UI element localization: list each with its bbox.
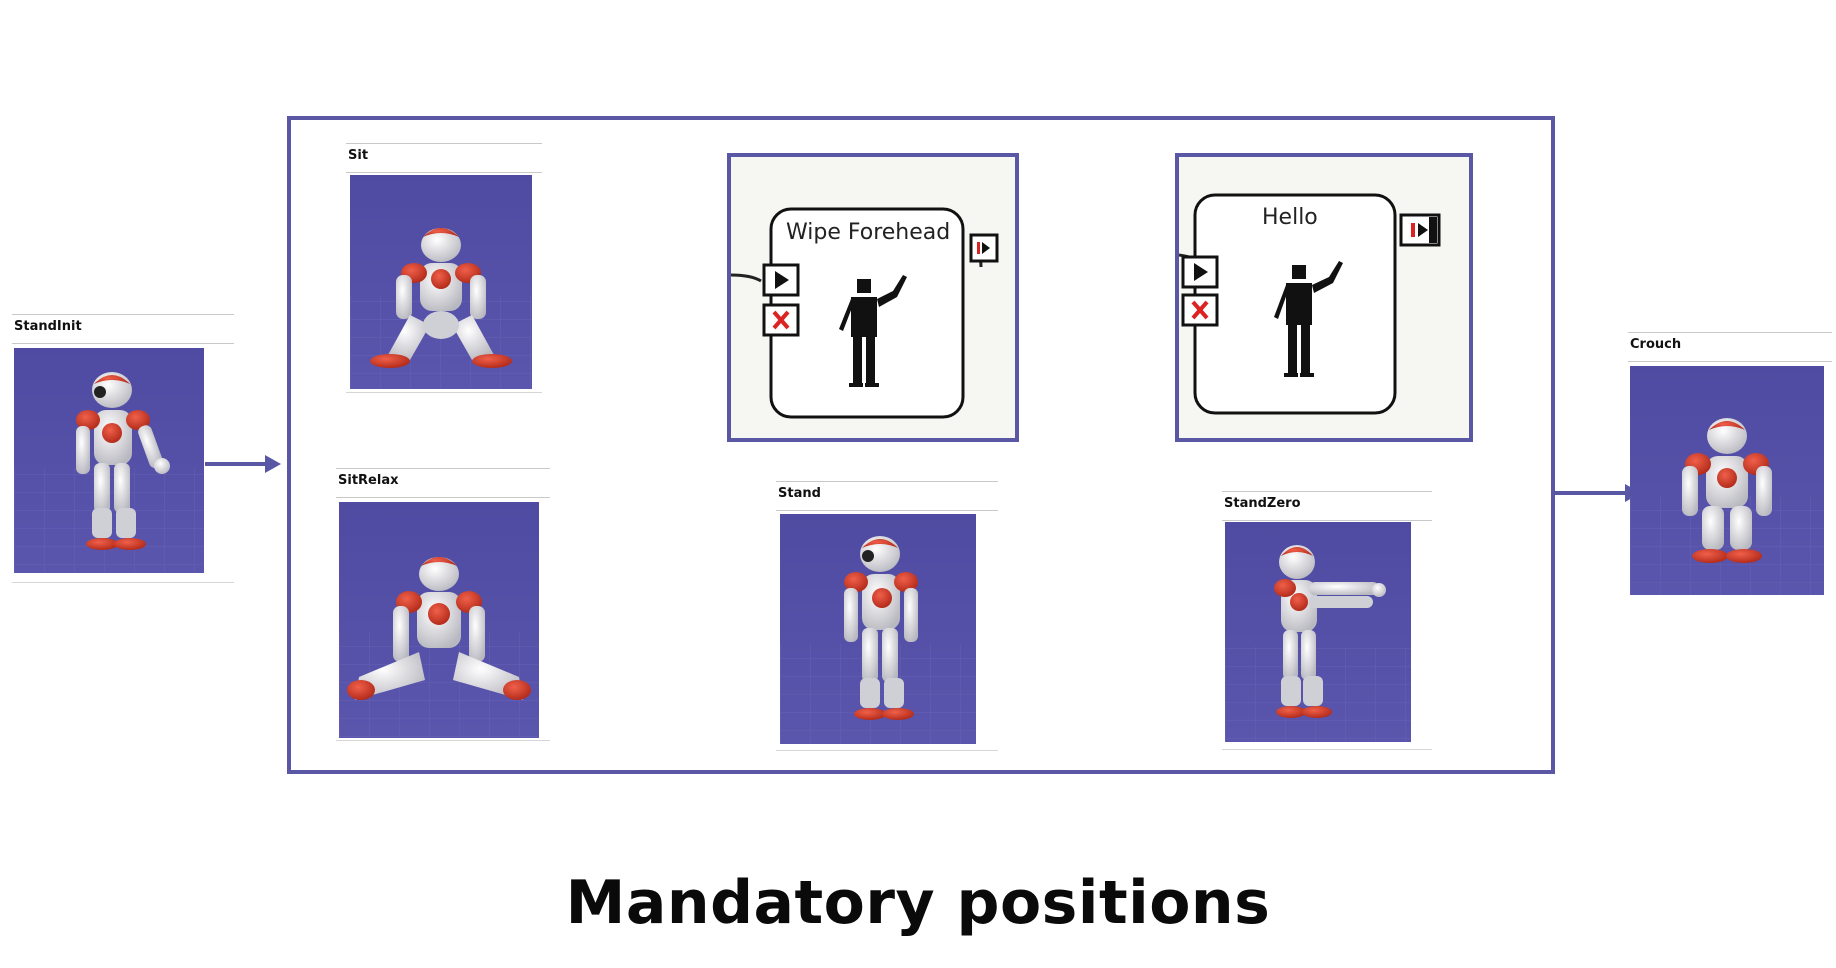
pose-image-sit bbox=[350, 175, 532, 389]
pose-image-standinit bbox=[14, 348, 204, 573]
play-input-icon bbox=[1181, 255, 1219, 289]
pose-card-bottom-standzero bbox=[1222, 749, 1432, 750]
robot-standzero-icon bbox=[1225, 522, 1411, 742]
mandatory-positions-box bbox=[287, 116, 1555, 774]
pose-label-standinit: StandInit bbox=[12, 314, 234, 344]
pose-card-bottom-standinit bbox=[12, 582, 234, 583]
output-icon bbox=[1399, 213, 1441, 247]
pose-image-stand bbox=[780, 514, 976, 744]
arrow-box-to-crouch bbox=[1555, 491, 1627, 495]
pose-label-standzero: StandZero bbox=[1222, 491, 1432, 521]
robot-sitrelax-icon bbox=[339, 502, 539, 738]
behavior-graphic-hello bbox=[1179, 193, 1441, 415]
behavior-title-hello: Hello bbox=[1262, 205, 1318, 230]
play-input-icon bbox=[762, 263, 800, 297]
pose-image-crouch bbox=[1630, 366, 1824, 595]
output-icon bbox=[969, 233, 999, 263]
arrow-head-in bbox=[265, 455, 281, 473]
pose-card-bottom-sitrelax bbox=[336, 740, 550, 741]
pose-card-bottom-stand bbox=[776, 750, 998, 751]
stop-input-icon bbox=[762, 303, 800, 337]
robot-crouch-icon bbox=[1630, 366, 1824, 595]
robot-sit-icon bbox=[350, 175, 532, 389]
pose-label-crouch: Crouch bbox=[1628, 332, 1832, 362]
pose-image-standzero bbox=[1225, 522, 1411, 742]
pose-label-sit: Sit bbox=[346, 143, 542, 173]
arrow-standinit-to-box bbox=[205, 462, 267, 466]
robot-pictogram-icon bbox=[1274, 261, 1343, 377]
behavior-box-hello[interactable] bbox=[1175, 153, 1473, 442]
caption-title: Mandatory positions bbox=[565, 868, 1271, 938]
behavior-box-wipe-forehead[interactable] bbox=[727, 153, 1019, 442]
behavior-title-wipe-forehead: Wipe Forehead bbox=[786, 220, 951, 245]
pose-label-sitrelax: SitRelax bbox=[336, 468, 550, 498]
pose-card-bottom-sit bbox=[346, 392, 542, 393]
robot-stand-icon bbox=[780, 514, 976, 744]
robot-pictogram-icon bbox=[839, 275, 907, 387]
stop-input-icon bbox=[1181, 293, 1219, 327]
pose-image-sitrelax bbox=[339, 502, 539, 738]
behavior-graphic-wipe-forehead bbox=[731, 207, 999, 419]
robot-standinit-icon bbox=[14, 348, 204, 573]
pose-label-stand: Stand bbox=[776, 481, 998, 511]
